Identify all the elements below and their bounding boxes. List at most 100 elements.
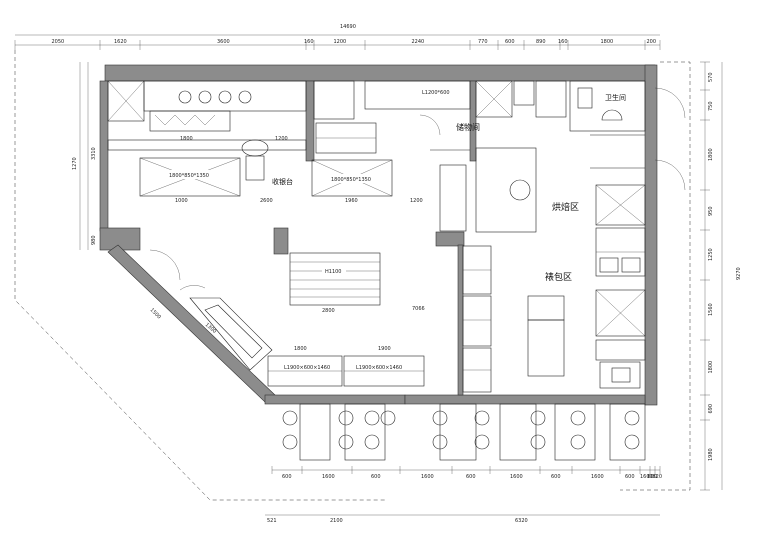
top-right-counter-size: L1200*600: [422, 90, 450, 96]
svg-text:2800: 2800: [322, 308, 335, 314]
dim-top-11: 1800: [601, 39, 614, 45]
work-counter-left: 1800*850*1350 收银台: [139, 157, 293, 197]
property-line-right: [620, 61, 691, 491]
dim-right-5: 1250: [708, 248, 714, 261]
dim-right-total: 9270: [736, 267, 742, 280]
dining-table: [344, 403, 386, 461]
front-counter-b-size: L1900×600×1460: [356, 365, 402, 371]
chair: [364, 434, 380, 450]
doors: [149, 87, 686, 291]
counter-label-a: 收银台: [272, 177, 293, 186]
sink-area: [313, 80, 377, 154]
seating-area: [282, 403, 646, 461]
dim-left-2: 3310: [91, 147, 97, 160]
svg-text:1800: 1800: [294, 346, 307, 352]
fridge-row: [462, 245, 492, 393]
dining-table: [439, 403, 477, 461]
counter-mid-size: 1800*850*1350: [331, 177, 371, 183]
dim-top-1: 2050: [52, 39, 65, 45]
dim-bottom-11: 600: [648, 474, 658, 480]
chair: [530, 410, 546, 426]
dim-bottom-8: 1600: [591, 474, 604, 480]
dim-left-1: 1270: [72, 157, 78, 170]
dining-table: [609, 403, 646, 461]
dim-bottom-3: 600: [371, 474, 381, 480]
stair: H1100 2800 7066: [273, 227, 425, 314]
restroom: 卫生间: [569, 80, 646, 136]
rotary-oven: [241, 139, 269, 181]
front-counter-a-size: L1900×600×1460: [284, 365, 330, 371]
dim-top-8: 600: [505, 39, 515, 45]
dim-top-6: 2240: [412, 39, 425, 45]
exterior-walls: [99, 64, 658, 406]
room-restroom: 卫生间: [605, 93, 626, 102]
chair: [570, 410, 586, 426]
counter-left-size: 1800*850*1350: [169, 173, 209, 179]
chair: [624, 434, 640, 450]
dim-bottom-10: 1600: [640, 474, 653, 480]
dim-top-2: 1620: [114, 39, 127, 45]
svg-text:1200: 1200: [275, 136, 288, 142]
chair: [474, 434, 490, 450]
chair: [282, 434, 298, 450]
dim-bottom2-3: 6320: [515, 518, 528, 524]
front-counter-b: L1900×600×1460 1900: [343, 346, 425, 387]
dim-bottom-6: 1600: [510, 474, 523, 480]
kitchen-back-counter: 1800 1200: [107, 80, 307, 151]
chair: [282, 410, 298, 426]
chair: [338, 434, 354, 450]
dining-table: [499, 403, 537, 461]
room-baking: 烘焙区: [552, 201, 579, 213]
dining-table: [299, 403, 331, 461]
dim-bottom-7: 600: [551, 474, 561, 480]
dim-right-9: 1980: [708, 448, 714, 461]
dim-bottom-5: 600: [466, 474, 476, 480]
property-line: [14, 50, 385, 501]
svg-text:1900: 1900: [378, 346, 391, 352]
svg-text:1200: 1200: [410, 198, 423, 204]
dim-top-10: 160: [558, 39, 568, 45]
chair: [570, 434, 586, 450]
dim-bottom-4: 1600: [421, 474, 434, 480]
left-dimension-chain: 1270 3310 980: [72, 62, 97, 250]
chair: [338, 410, 354, 426]
chair: [530, 434, 546, 450]
dim-bottom2-1: 521: [267, 518, 277, 524]
svg-text:2600: 2600: [260, 198, 273, 204]
room-packing: 裱包区: [545, 271, 572, 283]
svg-text:1960: 1960: [345, 198, 358, 204]
mixer-station: [439, 147, 537, 233]
dim-right-4: 950: [708, 206, 714, 216]
dim-top-9: 890: [536, 39, 546, 45]
room-storage: 储物间: [456, 122, 480, 132]
dim-right-1: 570: [708, 72, 714, 82]
dim-top-3: 3600: [217, 39, 230, 45]
packing-area: 裱包区: [527, 271, 646, 389]
dim-bottom2-2: 2100: [330, 518, 343, 524]
stair-height: H1100: [325, 269, 341, 275]
dim-right-2: 750: [708, 101, 714, 111]
storage-room: 储物间: [430, 80, 567, 151]
dim-top-4: 160: [304, 39, 314, 45]
dim-bottom-1: 600: [282, 474, 292, 480]
dim-top-7: 770: [478, 39, 488, 45]
svg-text:7066: 7066: [412, 306, 425, 312]
chair: [380, 410, 396, 426]
top-right-counter: L1200*600: [364, 80, 471, 110]
chair: [474, 410, 490, 426]
dim-top-total: 14690: [340, 24, 356, 30]
front-counter-a: L1900×600×1460 1800: [267, 346, 343, 387]
dim-bottom-9: 600: [625, 474, 635, 480]
svg-text:1000: 1000: [175, 198, 188, 204]
dim-left-3: 980: [91, 235, 97, 245]
chair: [364, 410, 380, 426]
chair: [432, 410, 448, 426]
dim-bottom-12: 820: [653, 474, 663, 480]
dim-right-6: 1560: [708, 303, 714, 316]
chair: [432, 434, 448, 450]
svg-text:1800: 1800: [180, 136, 193, 142]
